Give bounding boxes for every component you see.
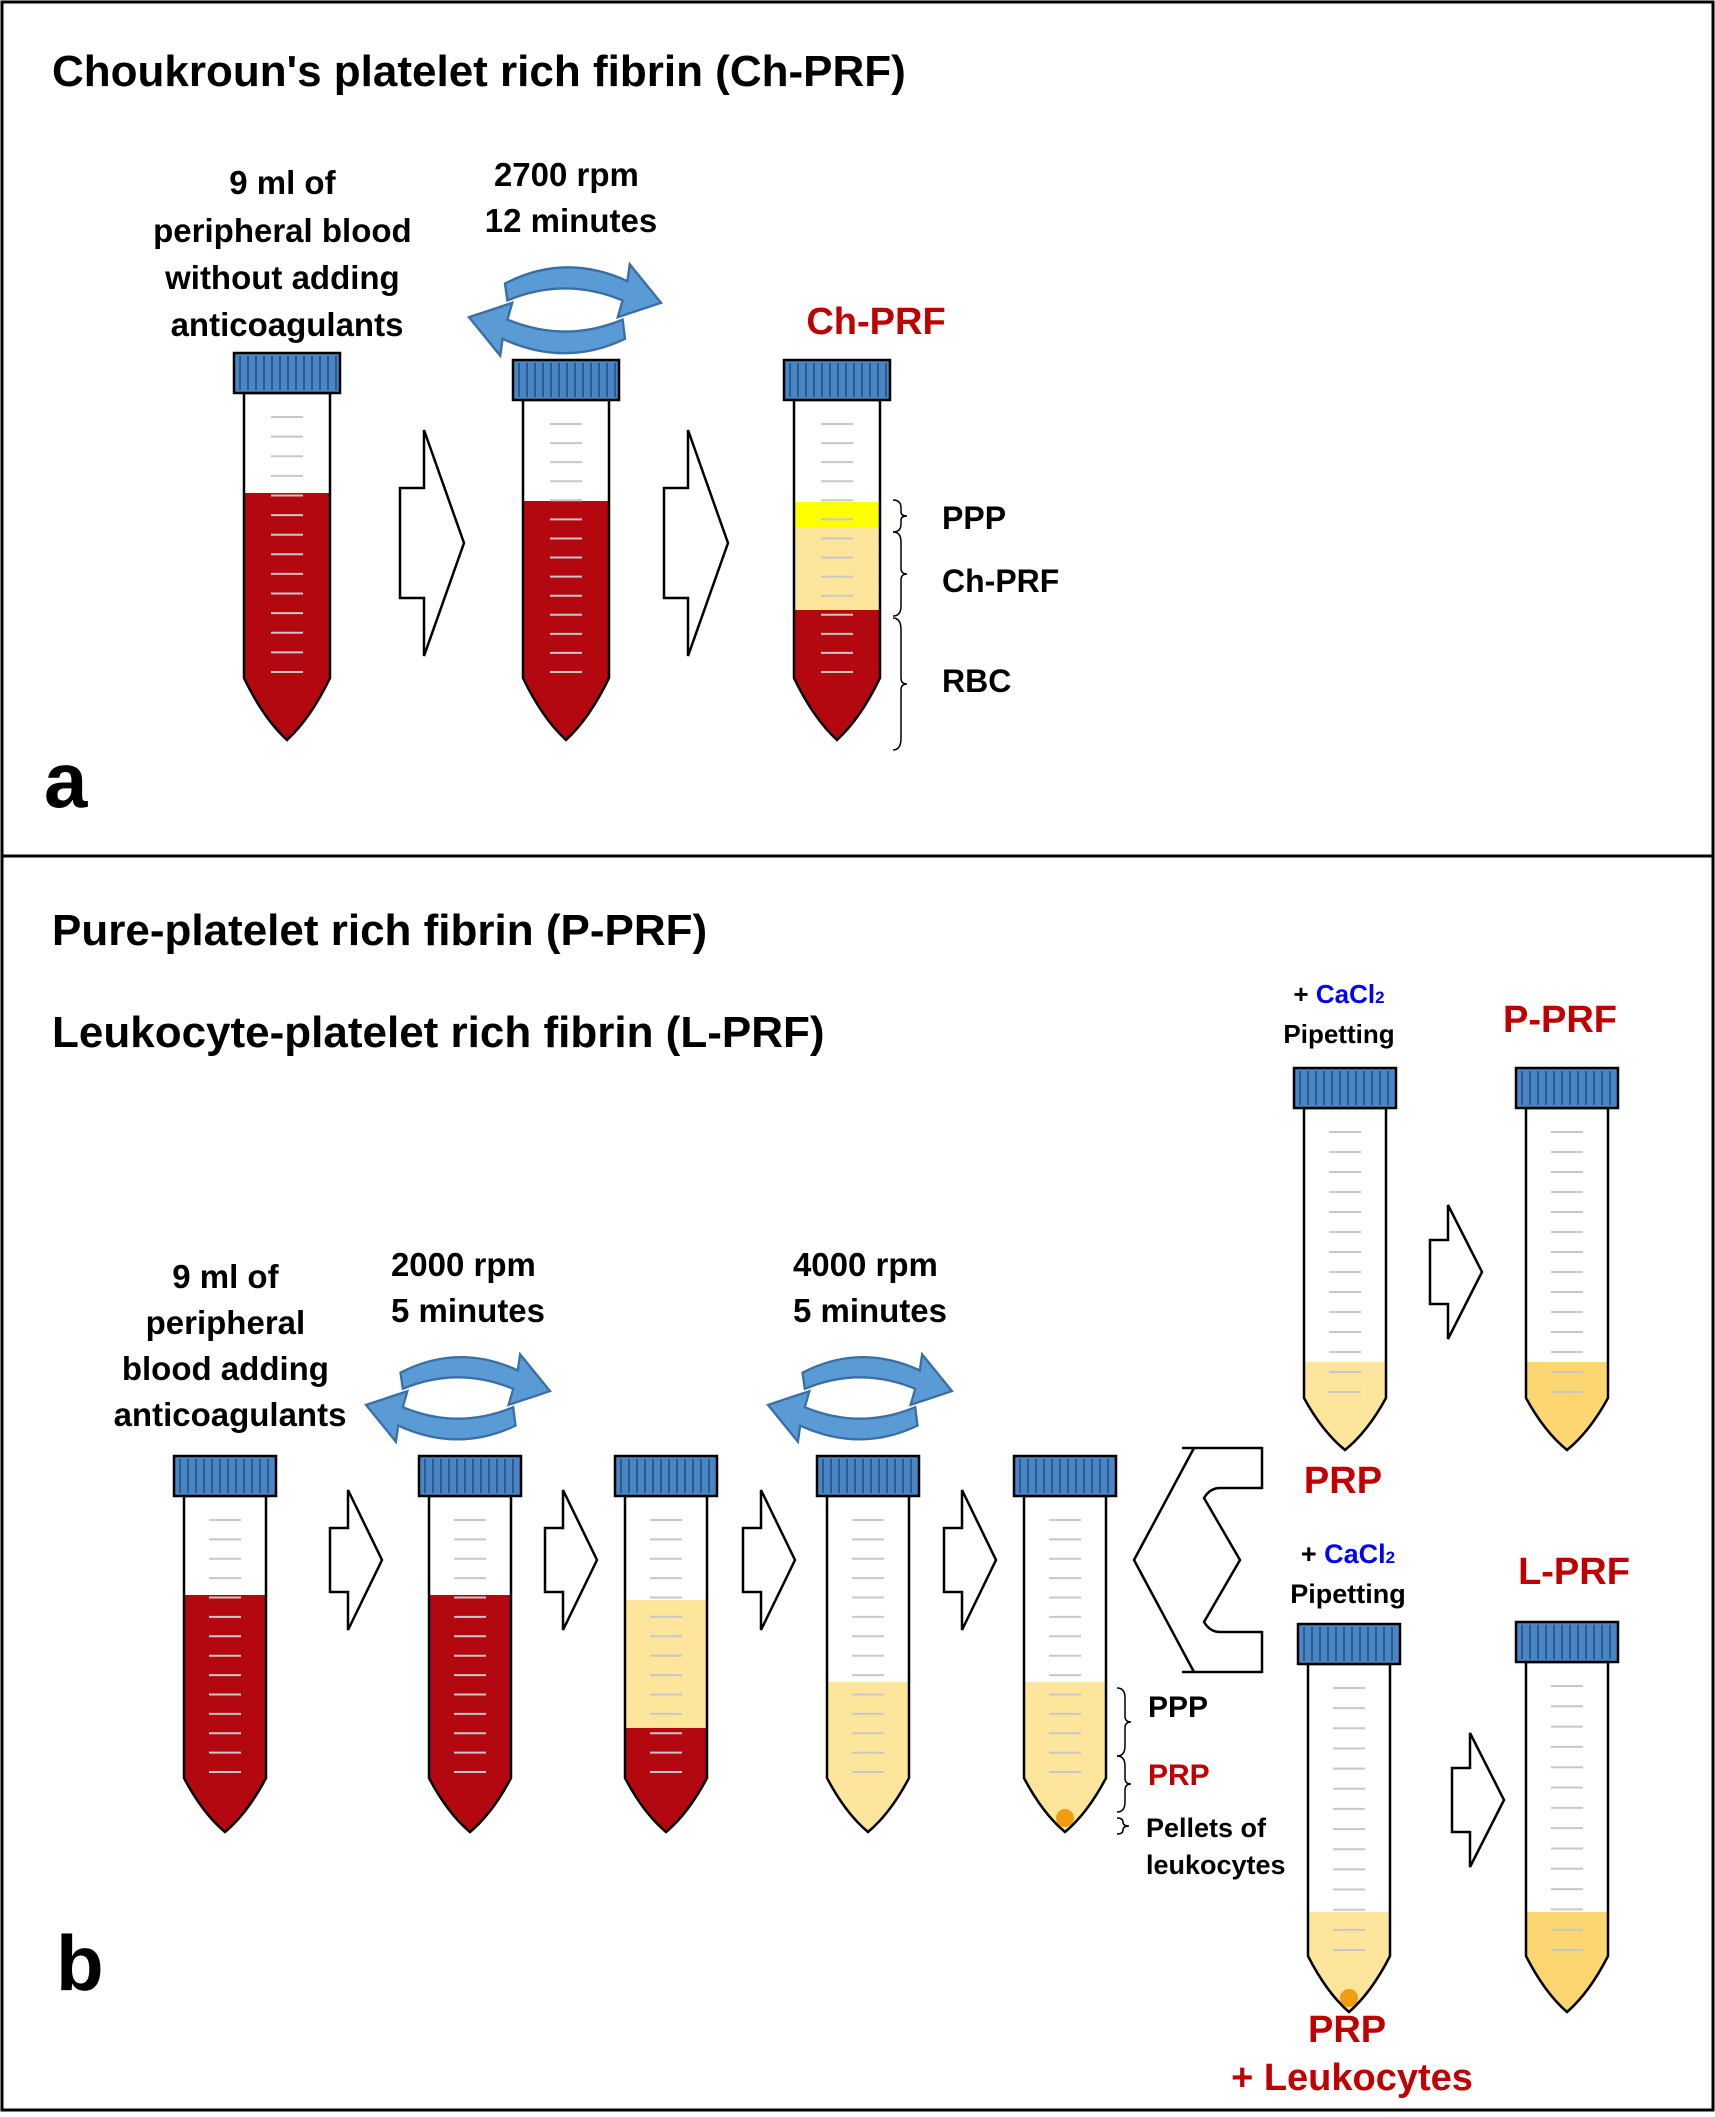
tube-cap-icon [1292, 1066, 1398, 1110]
centrifuge-tube [1012, 1454, 1118, 1834]
product-label-l-prf: L-PRF [1518, 1551, 1630, 1593]
leukocyte-pellet [1056, 1809, 1074, 1827]
tube-layer [1526, 1912, 1608, 2012]
layer-brace-icon [892, 499, 908, 533]
layer-brace-icon [892, 617, 908, 751]
tube-cap-icon [815, 1454, 921, 1498]
tube-cap-icon [1012, 1454, 1118, 1498]
reagent-label-bottom: + CaCl2 [1301, 1539, 1395, 1569]
rotation-arrows-icon [766, 1353, 954, 1443]
tube-layer [625, 1600, 707, 1728]
reagent-action-top: Pipetting [1283, 1019, 1394, 1049]
panel-a-input-label: 9 ml of peripheral blood without adding … [153, 164, 421, 343]
panel-a-spin-label: 2700 rpm 12 minutes [485, 156, 657, 239]
process-arrow-icon [741, 1489, 797, 1631]
panel-a-letter: a [44, 736, 88, 824]
reagent-action-bottom: Pipetting [1290, 1579, 1406, 1609]
split-arrow-icon [1132, 1446, 1264, 1674]
tube-layer [794, 502, 880, 528]
centrifuge-tube [1292, 1066, 1398, 1452]
rotation-arrows-icon [467, 263, 663, 357]
tube-layer [1526, 1362, 1608, 1450]
layer-brace-icon [1116, 1755, 1132, 1813]
tube-layer [184, 1595, 266, 1832]
tube-cap-icon [1296, 1622, 1402, 1666]
tube-layer [794, 528, 880, 610]
panel-b-spin2-label: 4000 rpm 5 minutes [793, 1246, 947, 1329]
tube-cap-icon [172, 1454, 278, 1498]
reagent-label-top: + CaCl2 [1293, 979, 1384, 1009]
prp-leukocytes-label: PRP + Leukocytes [1231, 2009, 1473, 2099]
centrifuge-tube [172, 1454, 278, 1834]
process-arrow-icon [942, 1489, 998, 1631]
panel-b-title-1: Pure-platelet rich fibrin (P-PRF) [52, 906, 707, 955]
centrifuge-tube [613, 1454, 719, 1834]
layer-brace-icon [1116, 1817, 1130, 1835]
panel-b-spin1-label: 2000 rpm 5 minutes [391, 1246, 545, 1329]
centrifuge-tube [511, 358, 621, 742]
layer-label-ch-prf: Ch-PRF [942, 563, 1059, 599]
layer-brace-icon [1116, 1687, 1132, 1757]
tube-cap-icon [417, 1454, 523, 1498]
centrifuge-tube [417, 1454, 523, 1834]
panel-b-title-2: Leukocyte-platelet rich fibrin (L-PRF) [52, 1008, 825, 1057]
process-arrow-icon [398, 429, 466, 657]
tube-cap-icon [613, 1454, 719, 1498]
process-arrow-icon [662, 429, 730, 657]
tube-cap-icon [782, 358, 892, 402]
process-arrow-icon [1428, 1204, 1484, 1340]
tube-layer [429, 1595, 511, 1832]
pellet-label: Pellets of leukocytes [1146, 1813, 1286, 1880]
panel-a-product-label: Ch-PRF [806, 301, 945, 343]
layer-label-rbc: RBC [942, 663, 1011, 699]
process-arrow-icon [543, 1489, 599, 1631]
tube-layer [523, 501, 609, 740]
centrifuge-tube [782, 358, 892, 742]
layer-label-prp: PRP [1148, 1759, 1210, 1792]
tube-layer [794, 610, 880, 740]
prp-label: PRP [1304, 1460, 1382, 1502]
product-label-p-prf: P-PRF [1503, 999, 1617, 1041]
tube-layer [827, 1682, 909, 1832]
panel-b-input-label: 9 ml of peripheral blood adding anticoag… [114, 1258, 347, 1433]
centrifuge-tube [815, 1454, 921, 1834]
panel-a-title: Choukroun's platelet rich fibrin (Ch-PRF… [52, 47, 906, 96]
panel-b-letter: b [56, 1919, 104, 2007]
layer-label-ppp: PPP [942, 500, 1006, 536]
layer-brace-icon [892, 531, 908, 617]
centrifuge-tube [1514, 1066, 1620, 1452]
tube-layer [1304, 1362, 1386, 1450]
layer-label-ppp: PPP [1148, 1691, 1208, 1724]
tube-cap-icon [1514, 1620, 1620, 1664]
process-arrow-icon [1450, 1732, 1506, 1868]
tube-cap-icon [1514, 1066, 1620, 1110]
centrifuge-tube [1514, 1620, 1620, 2014]
tube-cap-icon [511, 358, 621, 402]
tube-layer [244, 493, 330, 740]
leukocyte-pellet [1340, 1989, 1358, 2007]
panel-b-frame [0, 854, 1715, 2112]
centrifuge-tube [232, 351, 342, 742]
rotation-arrows-icon [364, 1353, 552, 1443]
tube-cap-icon [232, 351, 342, 395]
process-arrow-icon [328, 1489, 384, 1631]
centrifuge-tube [1296, 1622, 1402, 2014]
